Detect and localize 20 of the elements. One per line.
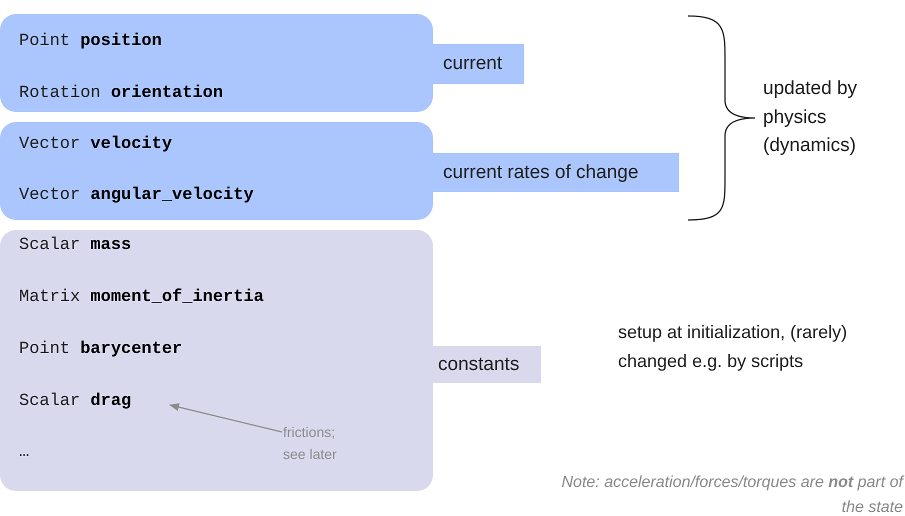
- field-declaration: Scalar drag: [19, 392, 132, 412]
- annotation-text: setup at initialization, (rarely) changed e.g. by scripts: [618, 321, 848, 373]
- tab-label: constants: [430, 346, 541, 383]
- note-text: Note: acceleration/forces/torques are not part of the state: [560, 473, 903, 516]
- field-declaration: …: [19, 443, 30, 463]
- state-panel: [0, 14, 433, 112]
- state-panel: [0, 122, 433, 220]
- constants-panel: [0, 230, 433, 491]
- field-declaration: Matrix moment_of_inertia: [19, 288, 264, 308]
- tab-label: current rates of change: [430, 153, 679, 192]
- field-declaration: Vector angular_velocity: [19, 186, 254, 206]
- leader-line: [169, 403, 282, 433]
- field-declaration: Scalar mass: [19, 236, 132, 256]
- note-text: frictions; see later: [283, 421, 355, 465]
- field-declaration: Point position: [19, 32, 162, 52]
- tab-label: current: [430, 44, 524, 84]
- field-declaration: Rotation orientation: [19, 84, 224, 104]
- field-declaration: Point barycenter: [19, 340, 182, 360]
- field-declaration: Vector velocity: [19, 135, 172, 155]
- brace-annotation: updated by physics (dynamics): [763, 77, 858, 158]
